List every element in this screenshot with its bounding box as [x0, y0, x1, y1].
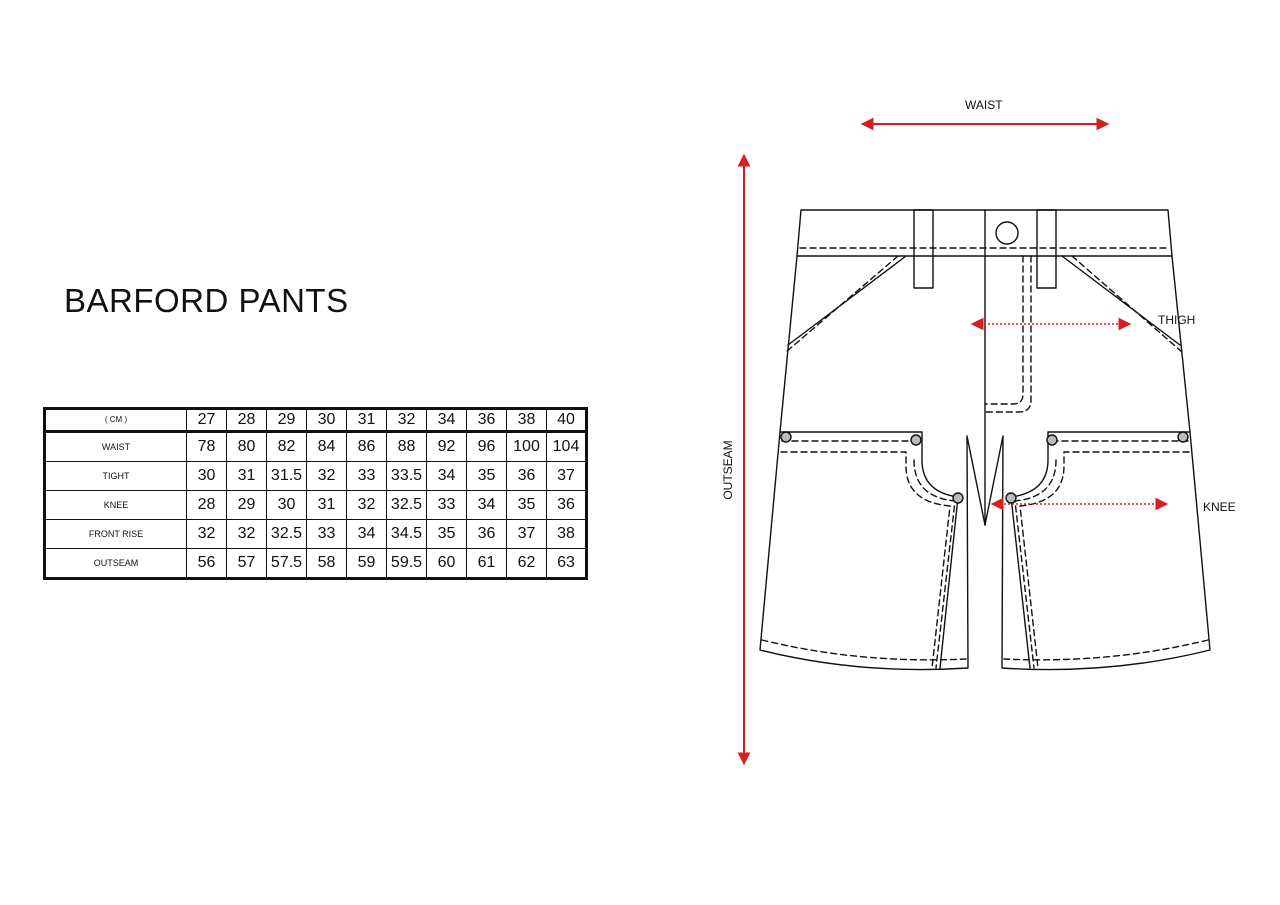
table-cell: 61	[466, 548, 507, 579]
table-cell: 30	[186, 461, 227, 491]
table-cell: 33	[306, 519, 347, 549]
size-header-cell: 32	[386, 408, 427, 433]
size-header-cell: 27	[186, 408, 227, 433]
page-title: BARFORD PANTS	[64, 282, 349, 319]
table-cell: 96	[466, 431, 507, 462]
row-label: OUTSEAM	[44, 548, 187, 579]
table-cell: 58	[306, 548, 347, 579]
rivet	[952, 492, 964, 504]
size-header-cell: 30	[306, 408, 347, 433]
pocket-slash-left	[787, 255, 907, 346]
table-cell: 34.5	[386, 519, 427, 549]
knee-label: KNEE	[1203, 500, 1236, 514]
table-cell: 80	[226, 431, 267, 462]
size-header-cell: 34	[426, 408, 467, 433]
hem-stitch-left	[761, 639, 967, 661]
row-label: FRONT RISE	[44, 519, 187, 549]
waist-label: WAIST	[965, 98, 1003, 112]
table-cell: 34	[346, 519, 387, 549]
pocket-left-stitch-3	[913, 459, 956, 669]
table-cell: 28	[186, 490, 227, 520]
unit-label: ( CM )	[44, 408, 187, 433]
table-cell: 35	[506, 490, 547, 520]
table-cell: 84	[306, 431, 347, 462]
outseam-label: OUTSEAM	[721, 440, 735, 500]
pocket-left-stitch-2	[780, 451, 951, 669]
hem-stitch-right	[1003, 639, 1209, 661]
left-leg-outline	[759, 255, 986, 671]
size-header-cell: 29	[266, 408, 307, 433]
table-cell: 36	[506, 461, 547, 491]
table-cell: 32	[346, 490, 387, 520]
table-cell: 31	[226, 461, 267, 491]
table-cell: 31.5	[266, 461, 307, 491]
waist-button	[995, 221, 1019, 245]
table-cell: 104	[546, 431, 587, 462]
table-cell: 32	[306, 461, 347, 491]
rivet	[910, 434, 922, 446]
thigh-label: THIGH	[1158, 313, 1196, 327]
table-cell: 57.5	[266, 548, 307, 579]
size-header-cell: 28	[226, 408, 267, 433]
shorts-outline	[759, 209, 1211, 671]
size-header-cell: 36	[466, 408, 507, 433]
pocket-right-stitch-2	[1019, 451, 1190, 669]
pocket-left-lower	[779, 431, 959, 669]
table-cell: 36	[546, 490, 587, 520]
belt-loop-right	[1036, 209, 1057, 289]
table-cell: 32	[226, 519, 267, 549]
row-label: WAIST	[44, 431, 187, 462]
table-cell: 35	[466, 461, 507, 491]
table-cell: 92	[426, 431, 467, 462]
belt-loop-left	[913, 209, 934, 289]
table-cell: 33	[426, 490, 467, 520]
table-cell: 37	[546, 461, 587, 491]
pocket-right-stitch-3	[1014, 459, 1057, 669]
table-cell: 31	[306, 490, 347, 520]
table-cell: 59	[346, 548, 387, 579]
table-cell: 56	[186, 548, 227, 579]
rivet	[1005, 492, 1017, 504]
pocket-slash-left-stitch	[785, 255, 899, 353]
pocket-slash-right	[1061, 255, 1181, 346]
fly-stitch-inner	[984, 255, 1024, 405]
rivet	[1177, 431, 1189, 443]
table-cell: 59.5	[386, 548, 427, 579]
table-cell: 63	[546, 548, 587, 579]
table-cell: 32.5	[386, 490, 427, 520]
right-leg-outline	[984, 255, 1211, 671]
size-header-cell: 38	[506, 408, 547, 433]
rivet	[1046, 434, 1058, 446]
rivet	[780, 431, 792, 443]
fly-stitch-outer	[984, 255, 1032, 413]
pocket-slash-right-stitch	[1071, 255, 1183, 353]
pocket-right-lower	[1010, 431, 1191, 669]
table-cell: 60	[426, 548, 467, 579]
size-header-cell: 40	[546, 408, 587, 433]
table-cell: 29	[226, 490, 267, 520]
